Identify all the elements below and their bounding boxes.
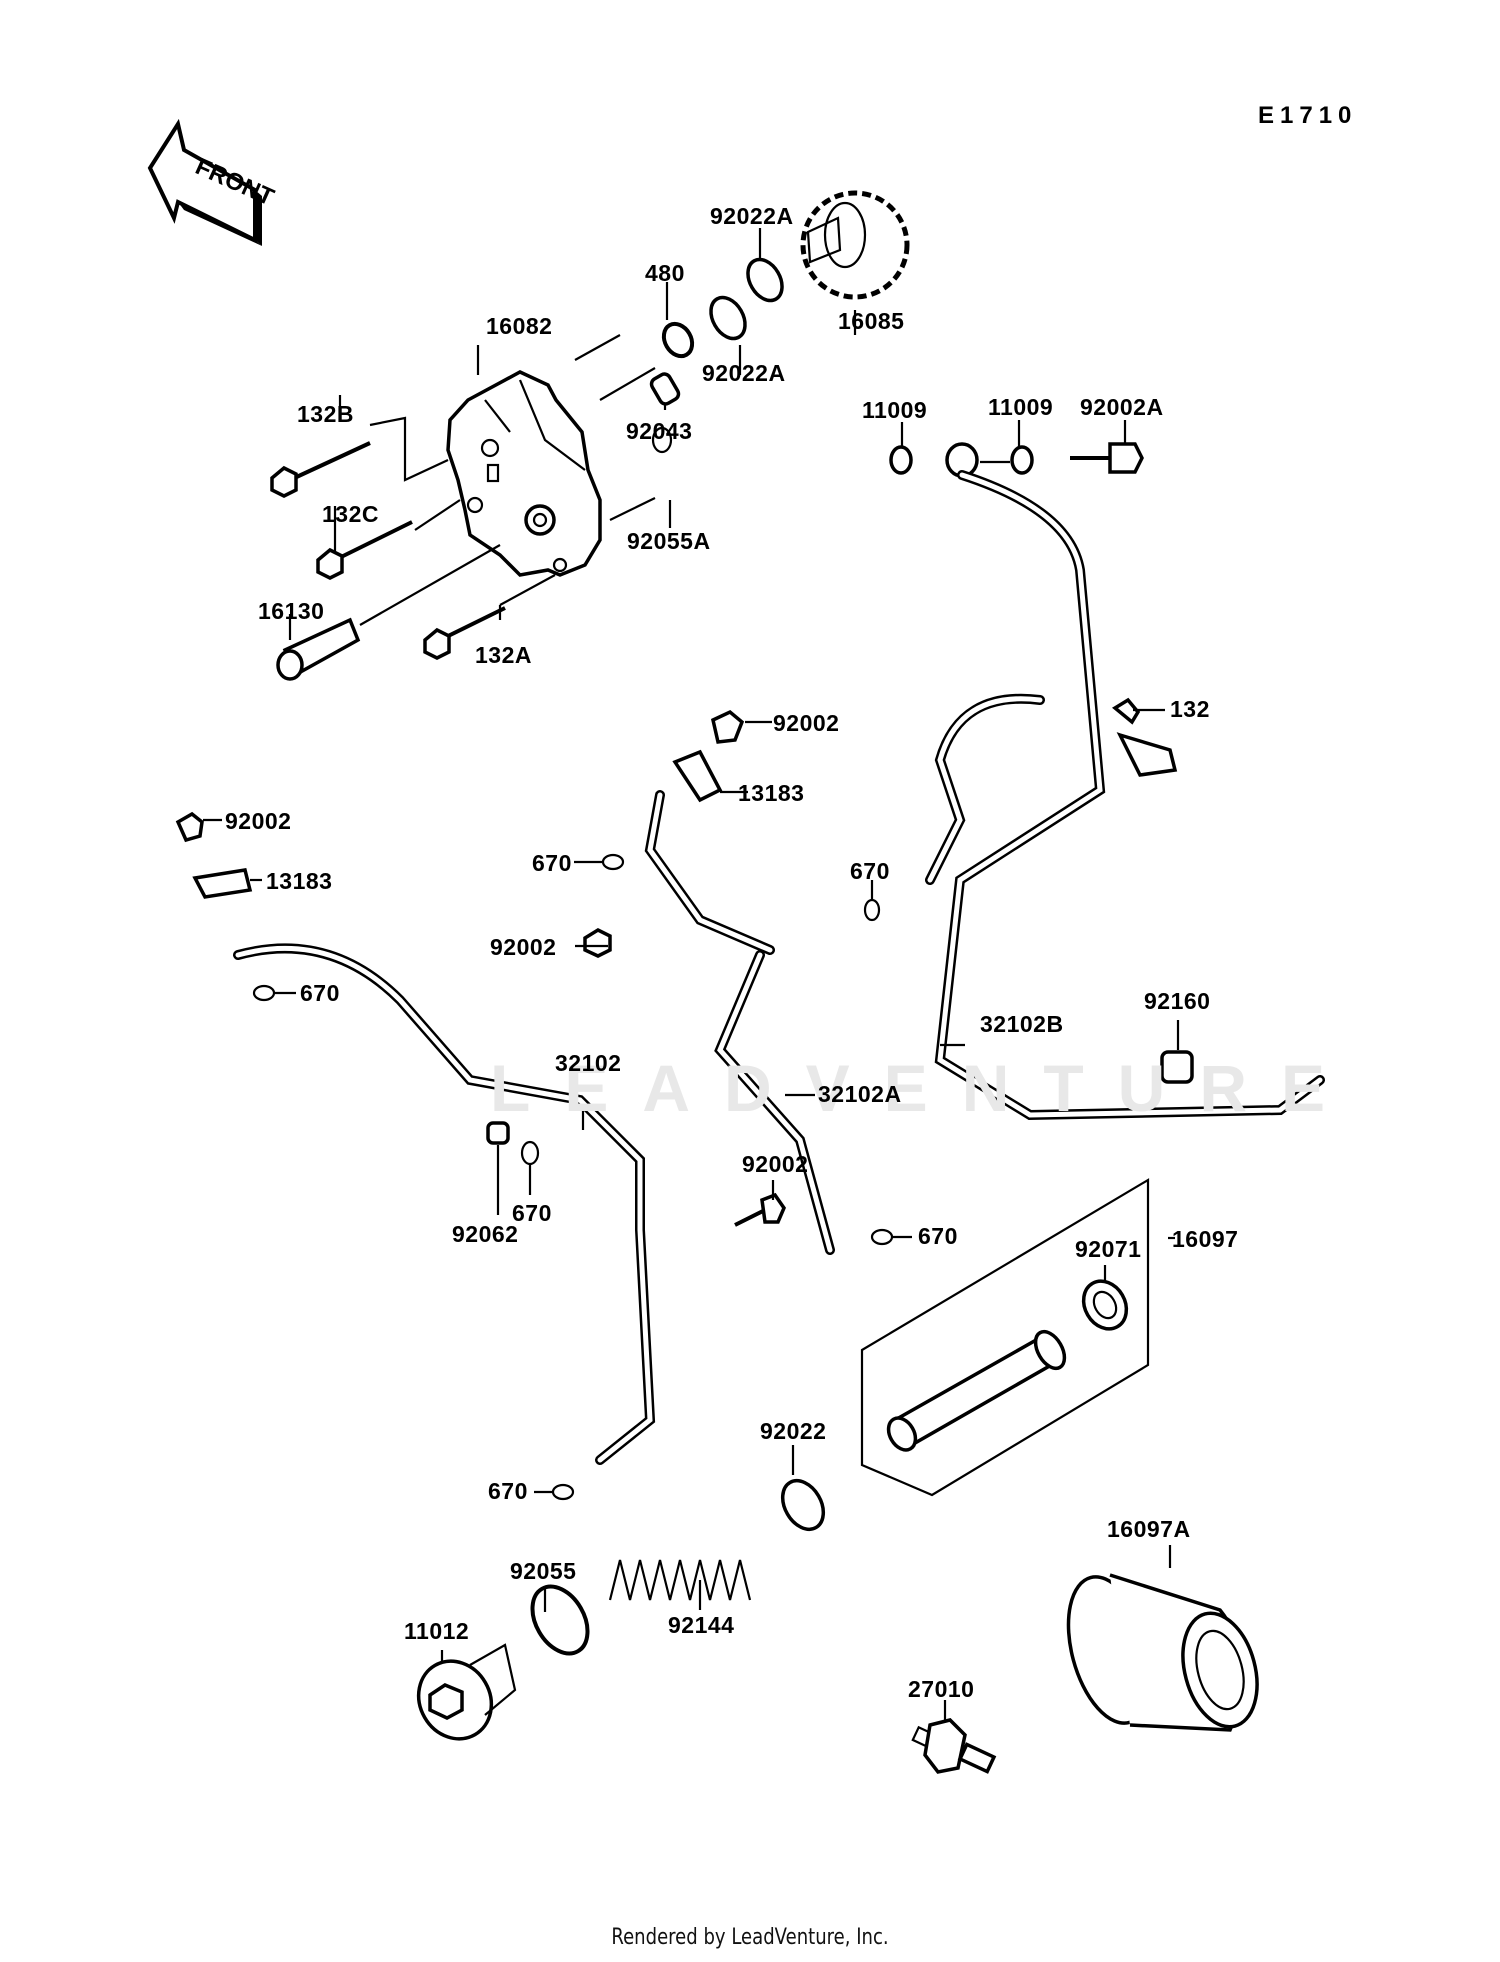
callout-92055A[interactable]: 92055A	[627, 528, 711, 554]
callout-16085[interactable]: 16085	[838, 308, 905, 334]
callout-92062[interactable]: 92062	[452, 1221, 519, 1247]
callout-670-mid[interactable]: 670	[532, 850, 572, 876]
callout-13183-left[interactable]: 13183	[266, 868, 333, 894]
oil-pressure-switch-27010	[911, 1718, 997, 1774]
drain-plug-11012	[416, 1643, 517, 1741]
callout-92144[interactable]: 92144	[668, 1612, 735, 1638]
callout-132C[interactable]: 132C	[322, 501, 379, 527]
callout-13183-mid[interactable]: 13183	[738, 780, 805, 806]
callout-92071[interactable]: 92071	[1075, 1236, 1142, 1262]
watermark: LEADVENTURE	[490, 1051, 1360, 1125]
pump-sprocket	[800, 190, 910, 300]
front-arrow-icon: FRONT	[147, 118, 278, 246]
o-ring-92055A	[651, 426, 673, 454]
callout-132[interactable]: 132	[1170, 696, 1210, 722]
callout-92002-mid[interactable]: 92002	[490, 934, 557, 960]
strainer-kit-16097	[860, 1178, 1150, 1497]
footer-credit: Rendered by LeadVenture, Inc.	[611, 1925, 889, 1950]
plug-92160	[1160, 1050, 1194, 1084]
callout-92002-mid-top[interactable]: 92002	[773, 710, 840, 736]
leader-lines-upper	[288, 228, 857, 640]
callout-32102A[interactable]: 32102A	[818, 1081, 902, 1107]
callout-670-left[interactable]: 670	[300, 980, 340, 1006]
washer-480	[661, 321, 695, 359]
callout-480[interactable]: 480	[645, 260, 685, 286]
oil-pipes-inner	[235, 472, 1323, 1463]
oil-pump-body	[446, 370, 602, 577]
callout-16097[interactable]: 16097	[1172, 1226, 1239, 1252]
callout-670-right[interactable]: 670	[850, 858, 890, 884]
washer-92022	[780, 1479, 826, 1531]
callout-92002-lower[interactable]: 92002	[742, 1151, 809, 1177]
callout-132B[interactable]: 132B	[297, 401, 354, 427]
bolt-132C	[316, 520, 413, 580]
callout-92002A[interactable]: 92002A	[1080, 394, 1164, 420]
relief-valve-16130	[276, 617, 361, 681]
bolt-132B	[270, 441, 371, 498]
callout-670-lower-a[interactable]: 670	[512, 1200, 552, 1226]
mid-hardware	[175, 697, 1194, 1501]
bolt-132A	[423, 606, 506, 660]
o-ring-92055	[530, 1584, 590, 1656]
callout-92043[interactable]: 92043	[626, 418, 693, 444]
callout-16130[interactable]: 16130	[258, 598, 325, 624]
callout-92022[interactable]: 92022	[760, 1418, 827, 1444]
oil-pipes	[233, 470, 1325, 1465]
callout-92002-left[interactable]: 92002	[225, 808, 292, 834]
dowel-pin-92043	[649, 372, 681, 406]
leader-lines-lower	[203, 708, 1180, 1720]
diagram-reference-code: E1710	[1258, 102, 1358, 129]
callout-92160[interactable]: 92160	[1144, 988, 1211, 1014]
callout-132A[interactable]: 132A	[475, 642, 532, 668]
callout-27010[interactable]: 27010	[908, 1676, 975, 1702]
washer-92022A-lower	[709, 295, 747, 341]
callout-92022A-lower[interactable]: 92022A	[702, 360, 786, 386]
callout-11012[interactable]: 11012	[404, 1618, 470, 1644]
callout-11009-left[interactable]: 11009	[862, 397, 928, 423]
washer-92022A-upper	[746, 257, 784, 303]
spring-92144	[608, 1559, 752, 1601]
callout-92055[interactable]: 92055	[510, 1558, 577, 1584]
callout-670-lower-b[interactable]: 670	[918, 1223, 958, 1249]
callout-16082[interactable]: 16082	[486, 313, 553, 339]
oil-filter-16097A	[1066, 1573, 1259, 1732]
callout-92022A-upper[interactable]: 92022A	[710, 203, 794, 229]
callout-32102B[interactable]: 32102B	[980, 1011, 1064, 1037]
banjo-hardware	[889, 420, 1144, 478]
callout-32102[interactable]: 32102	[555, 1050, 622, 1076]
callout-16097A[interactable]: 16097A	[1107, 1516, 1191, 1542]
callout-670-bottom[interactable]: 670	[488, 1478, 528, 1504]
callout-11009-right[interactable]: 11009	[988, 394, 1054, 420]
